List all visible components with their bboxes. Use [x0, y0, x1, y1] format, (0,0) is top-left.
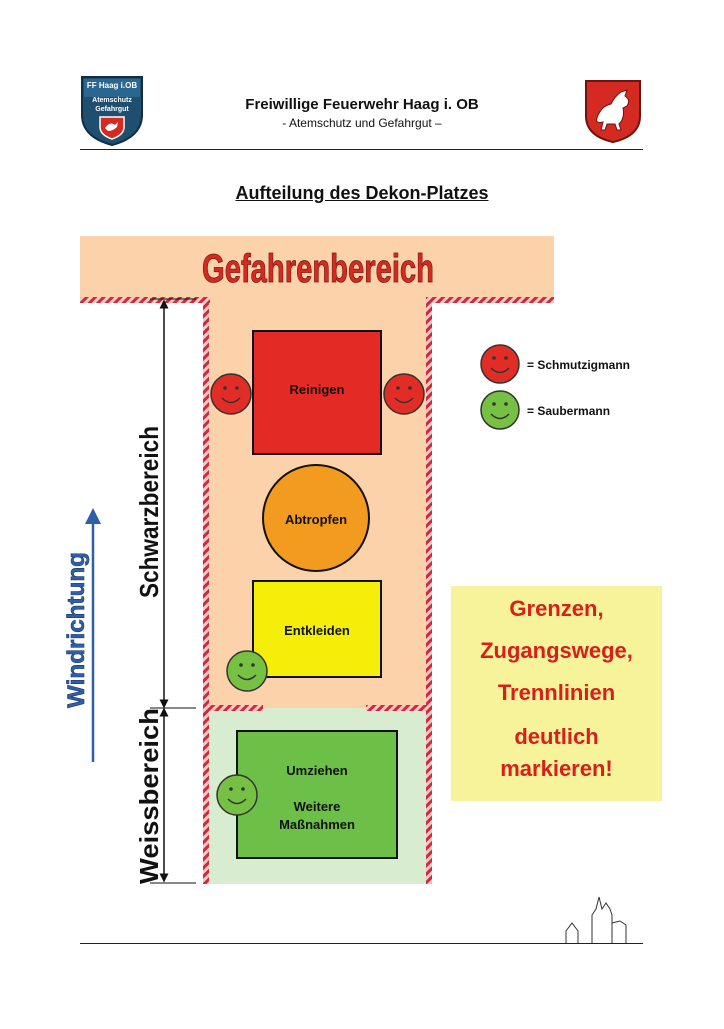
dirty-person-right-icon: [383, 373, 425, 415]
border-left: [203, 299, 209, 884]
legend-dirty-label: = Schmutzigmann: [527, 358, 630, 372]
station-further-line-2: Maßnahmen: [279, 817, 355, 832]
header-title: Freiwillige Feuerwehr Haag i. OB: [245, 96, 479, 113]
header-subtitle: - Atemschutz und Gefahrgut –: [282, 116, 442, 130]
border-top-left: [80, 297, 210, 303]
white-zone-label: Weissbereich: [134, 708, 164, 884]
station-undress-label: Entkleiden: [284, 623, 350, 638]
left-logo: FF Haag i.OB Atemschutz Gefahrgut: [80, 75, 144, 147]
station-change-label: Umziehen: [286, 763, 347, 778]
note-line-2: Zugangswege,: [480, 638, 633, 663]
wind-arrowhead-icon: [85, 508, 101, 524]
station-clean-label: Reinigen: [290, 382, 345, 397]
clean-person-change-icon: [216, 774, 258, 816]
legend-clean-label: = Saubermann: [527, 404, 610, 418]
legend-clean-icon: [480, 390, 520, 430]
danger-zone-label: Gefahrenbereich: [202, 247, 434, 291]
clean-person-undress-icon: [226, 650, 268, 692]
station-clean: [252, 330, 382, 455]
legend-dirty-icon: [480, 344, 520, 384]
note-line-3: Trennlinien: [497, 680, 616, 705]
border-top-right: [426, 297, 554, 303]
border-divider-left: [205, 705, 263, 711]
station-undress: [252, 580, 382, 678]
station-drip-label: Abtropfen: [285, 512, 347, 527]
note-line-4: deutlich: [514, 724, 599, 749]
dirty-person-left-icon: [210, 373, 252, 415]
left-logo-line-1: FF Haag i.OB: [87, 81, 137, 90]
note-line-5: markieren!: [500, 756, 613, 781]
border-divider-right: [366, 705, 428, 711]
header-divider: [80, 149, 643, 150]
right-logo: [583, 78, 643, 144]
station-further-line-1: Weitere: [294, 799, 341, 814]
station-drip: [262, 464, 370, 572]
note-line-1: Grenzen,: [509, 596, 604, 621]
note-box: Grenzen, Zugangswege, Trennlinien deutli…: [451, 586, 662, 801]
left-logo-line-2: Atemschutz: [92, 97, 132, 104]
left-logo-line-3: Gefahrgut: [95, 106, 129, 113]
danger-zone: [80, 236, 554, 299]
station-change: [236, 730, 398, 859]
page-heading: Aufteilung des Dekon-Platzes: [235, 183, 489, 203]
footer-divider: [80, 943, 643, 944]
footer-church-icon: [564, 893, 644, 945]
black-zone-label: Schwarzbereich: [134, 426, 164, 598]
border-right: [426, 299, 432, 884]
wind-label: Windrichtung: [63, 552, 90, 708]
